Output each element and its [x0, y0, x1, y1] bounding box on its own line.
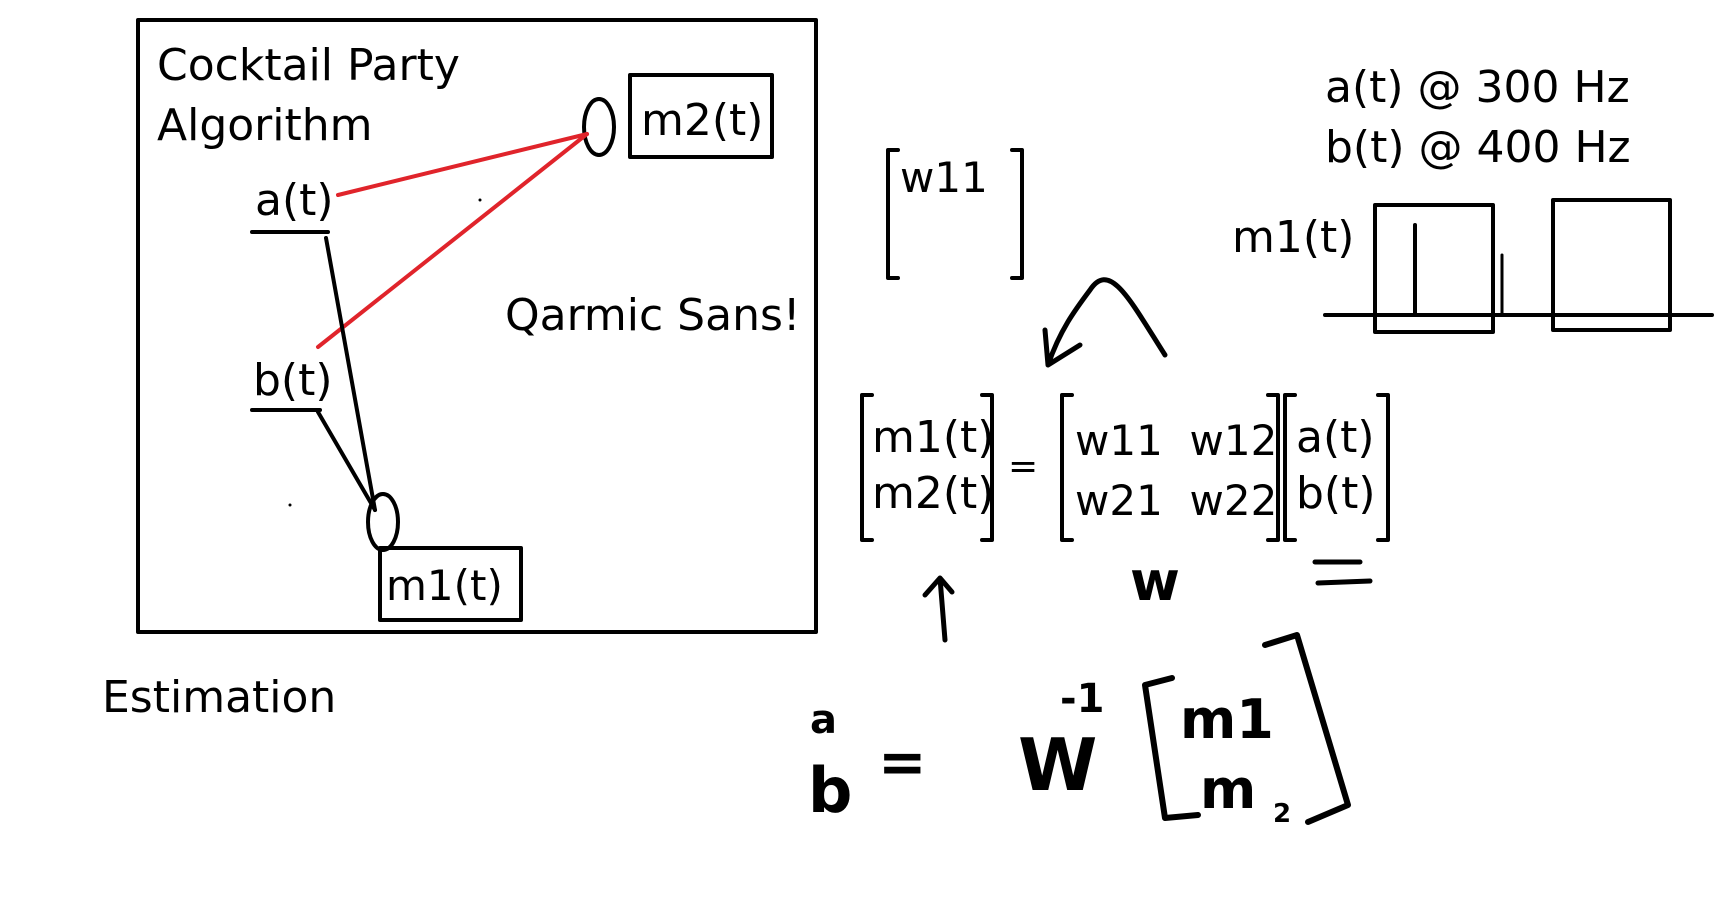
diagram-title-line2: Algorithm	[157, 100, 373, 151]
inverse-w: W	[1018, 723, 1097, 807]
estimation-label: Estimation	[102, 672, 336, 723]
w11-label: w11	[900, 153, 988, 202]
inverse-bracket-right	[1262, 632, 1351, 825]
mic2-box	[628, 73, 774, 159]
stray-dot	[478, 198, 482, 202]
rhs-bracket-left	[1283, 393, 1297, 542]
w11-bracket-left	[886, 148, 900, 280]
w-bracket-right	[1266, 393, 1280, 542]
inverse-b: b	[808, 754, 852, 827]
source-b-label: b(t)	[253, 355, 333, 406]
inverse-bracket-left	[1142, 675, 1201, 821]
up-arrow-icon	[922, 575, 955, 643]
lhs-top: m1(t)	[872, 412, 994, 463]
w-row2: w21 w22	[1075, 476, 1277, 525]
path-a-to-mic2	[336, 132, 589, 197]
lhs-bracket-right	[980, 393, 994, 542]
diagram-frame	[136, 18, 818, 634]
mic1-label: m1(t)	[386, 561, 503, 610]
signal-pulse-2	[1551, 198, 1672, 332]
path-b-to-mic2	[316, 132, 589, 349]
inverse-a: a	[810, 697, 837, 743]
w-row1: w11 w12	[1075, 416, 1277, 465]
inverse-equals: =	[878, 728, 927, 796]
stray-dot	[288, 503, 292, 507]
w11-bracket-right	[1010, 148, 1024, 280]
signal-pulse-1	[1373, 203, 1495, 334]
comic-sans-note: Qarmic Sans!	[505, 290, 801, 341]
source-a-label: a(t)	[255, 175, 334, 226]
path-b-to-mic1	[316, 410, 377, 512]
inverse-exponent: -1	[1060, 676, 1104, 722]
rhs-top: a(t)	[1296, 412, 1375, 463]
mic2-icon	[582, 97, 616, 157]
inverse-m2-subscript: 2	[1273, 799, 1291, 829]
lhs-bracket-left	[860, 393, 874, 542]
rhs-bottom: b(t)	[1296, 468, 1376, 519]
mic2-label: m2(t)	[641, 95, 763, 146]
lhs-bottom: m2(t)	[872, 468, 994, 519]
mic1-box	[378, 546, 523, 622]
w-bracket-left	[1060, 393, 1074, 542]
rhs-mark-bottom	[1315, 578, 1373, 586]
diagram-title-line1: Cocktail Party	[157, 40, 460, 91]
b-frequency-label: b(t) @ 400 Hz	[1325, 122, 1631, 173]
inverse-m1: m1	[1180, 688, 1274, 751]
a-frequency-label: a(t) @ 300 Hz	[1325, 62, 1630, 113]
path-a-to-mic1	[324, 236, 377, 512]
equation-equals: =	[1008, 446, 1038, 487]
w-matrix-label: w	[1130, 550, 1180, 613]
rhs-bracket-right	[1376, 393, 1390, 542]
m1-signal-label: m1(t)	[1232, 212, 1354, 263]
curved-arrow-icon	[1042, 277, 1168, 368]
inverse-m2: m	[1200, 758, 1256, 821]
